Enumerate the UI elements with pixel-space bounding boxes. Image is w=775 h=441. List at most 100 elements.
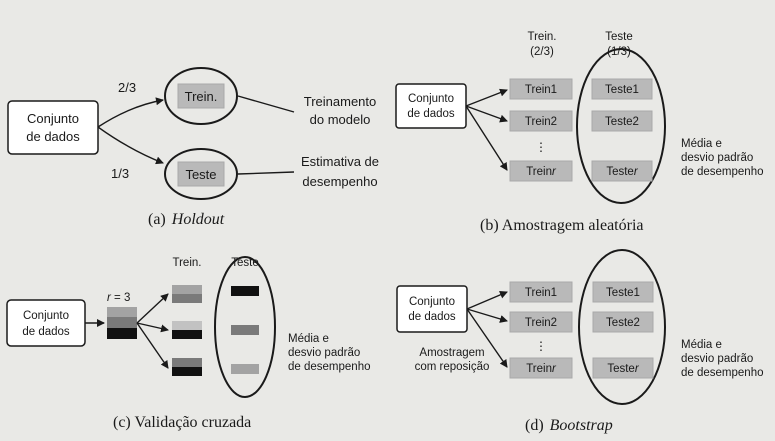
sampling-label-line2: com reposição bbox=[415, 361, 490, 373]
arrow-b-2 bbox=[465, 105, 508, 123]
arrow-b-1 bbox=[465, 88, 508, 107]
train-fold-c-3b bbox=[172, 367, 202, 376]
test-label-d-3-base: Teste bbox=[607, 363, 635, 375]
train-label-b-1: Trein1 bbox=[525, 84, 557, 96]
arrow-to-test-a bbox=[97, 126, 164, 165]
test-label-d-1: Teste1 bbox=[606, 287, 640, 299]
test-ellipse-c bbox=[214, 256, 276, 398]
panel-holdout: Conjunto de dados 2/3 1/3 Trein. Teste T… bbox=[7, 67, 379, 228]
connector-train-note bbox=[237, 95, 295, 113]
panel-cross-validation: Conjunto de dados r = 3 Trein. Teste Méd… bbox=[6, 256, 370, 431]
train-ellipse-a bbox=[164, 67, 238, 125]
test-label-d-2: Teste2 bbox=[606, 317, 640, 329]
caption-cross-validation: (c) Validação cruzada bbox=[113, 414, 251, 431]
arrow-d-2 bbox=[466, 308, 508, 323]
dataset-label-d-line2: de dados bbox=[408, 311, 456, 323]
arrow-b-3 bbox=[465, 105, 508, 171]
test-fold-c-3 bbox=[231, 364, 259, 374]
test-fold-c-2 bbox=[231, 325, 259, 335]
train-fold-c-3a bbox=[172, 358, 202, 367]
test-ellipse-b bbox=[576, 48, 666, 204]
note-c-line1: Média e bbox=[288, 333, 329, 345]
arrow-d-3 bbox=[466, 308, 508, 368]
dataset-box-b bbox=[395, 83, 467, 129]
train-label-d-2: Trein2 bbox=[525, 317, 557, 329]
arrow-c-1 bbox=[136, 293, 169, 324]
train-box-b-1 bbox=[509, 78, 573, 100]
dataset-box-a bbox=[7, 100, 99, 155]
split-test-label: 1/3 bbox=[111, 166, 129, 181]
dataset-label-d-line1: Conjunto bbox=[409, 296, 455, 308]
arrow-c-3 bbox=[136, 322, 169, 369]
test-box-d-1 bbox=[592, 281, 654, 303]
col-train-c: Trein. bbox=[173, 257, 202, 269]
test-box-b-3 bbox=[591, 160, 653, 182]
train-box-b-3 bbox=[509, 160, 573, 182]
train-fold-c-2a bbox=[172, 321, 202, 330]
panel-bootstrap: Conjunto de dados Trein1 Trein2 ⋮ Treinr… bbox=[396, 249, 763, 434]
test-ellipse-a bbox=[164, 148, 238, 200]
dataset-box-c bbox=[6, 299, 86, 347]
train-fold-c-1b bbox=[172, 294, 202, 303]
caption-holdout: (a)Holdout bbox=[148, 211, 225, 228]
train-label-d-3-var: r bbox=[552, 363, 557, 375]
note-train-line2: do modelo bbox=[310, 112, 371, 127]
note-d-line2: desvio padrão bbox=[681, 353, 753, 365]
arrow-c-2 bbox=[136, 322, 169, 333]
train-box-d-1 bbox=[509, 281, 573, 303]
dataset-box-d bbox=[396, 285, 468, 333]
caption-holdout-name: Holdout bbox=[171, 211, 225, 228]
test-box-b-2 bbox=[591, 110, 653, 132]
test-label-b-3-base: Teste bbox=[606, 166, 634, 178]
train-label-d-3: Treinr bbox=[526, 363, 557, 375]
train-label-b-2: Trein2 bbox=[525, 116, 557, 128]
train-label-d-3-base: Trein bbox=[526, 363, 552, 375]
dataset-label-c-line2: de dados bbox=[22, 326, 70, 338]
test-label-b-1: Teste1 bbox=[605, 84, 639, 96]
r-label-var: r bbox=[107, 292, 112, 304]
col-test-b-line1: Teste bbox=[605, 31, 633, 43]
dots-d: ⋮ bbox=[535, 339, 547, 353]
split-train-label: 2/3 bbox=[118, 80, 136, 95]
train-fold-c-2b bbox=[172, 330, 202, 339]
caption-random-sampling: (b) Amostragem aleatória bbox=[480, 217, 644, 234]
test-box-d-2 bbox=[592, 311, 654, 333]
caption-bootstrap-name: Bootstrap bbox=[550, 417, 613, 434]
test-ellipse-d bbox=[578, 249, 666, 405]
train-label-a: Trein. bbox=[185, 89, 218, 104]
caption-bootstrap-prefix: (d) bbox=[525, 417, 544, 434]
col-train-b-line1: Trein. bbox=[528, 31, 557, 43]
connector-test-note bbox=[237, 171, 295, 175]
dataset-label-a-line2: de dados bbox=[26, 129, 80, 144]
caption-bootstrap: (d) Bootstrap bbox=[525, 417, 613, 434]
note-b-line1: Média e bbox=[681, 138, 722, 150]
fold-c-3 bbox=[107, 328, 137, 339]
note-b-line3: de desempenho bbox=[681, 166, 763, 178]
note-c-line3: de desempenho bbox=[288, 361, 370, 373]
dataset-label-b-line1: Conjunto bbox=[408, 93, 454, 105]
note-c-line2: desvio padrão bbox=[288, 347, 360, 359]
train-label-b-3-base: Trein bbox=[526, 166, 552, 178]
r-label: r = 3 bbox=[107, 292, 130, 304]
test-label-a: Teste bbox=[185, 167, 216, 182]
r-label-rest: = 3 bbox=[111, 292, 131, 304]
note-d-line3: de desempenho bbox=[681, 367, 763, 379]
note-test-line1: Estimativa de bbox=[301, 154, 379, 169]
note-d-line1: Média e bbox=[681, 339, 722, 351]
test-box-a bbox=[177, 161, 225, 187]
fold-c-2 bbox=[107, 317, 137, 328]
sampling-label-line1: Amostragem bbox=[419, 347, 484, 359]
train-box-b-2 bbox=[509, 110, 573, 132]
note-test-line2: desempenho bbox=[302, 174, 377, 189]
dataset-label-c-line1: Conjunto bbox=[23, 310, 69, 322]
train-label-b-3: Treinr bbox=[526, 166, 557, 178]
train-label-d-1: Trein1 bbox=[525, 287, 557, 299]
panel-random-sampling: Conjunto de dados Trein. (2/3) Teste (1/… bbox=[395, 31, 763, 234]
test-fold-c-1 bbox=[231, 286, 259, 296]
train-fold-c-1a bbox=[172, 285, 202, 294]
test-label-d-3: Tester bbox=[607, 363, 640, 375]
train-box-d-3 bbox=[509, 357, 573, 379]
test-box-b-1 bbox=[591, 78, 653, 100]
